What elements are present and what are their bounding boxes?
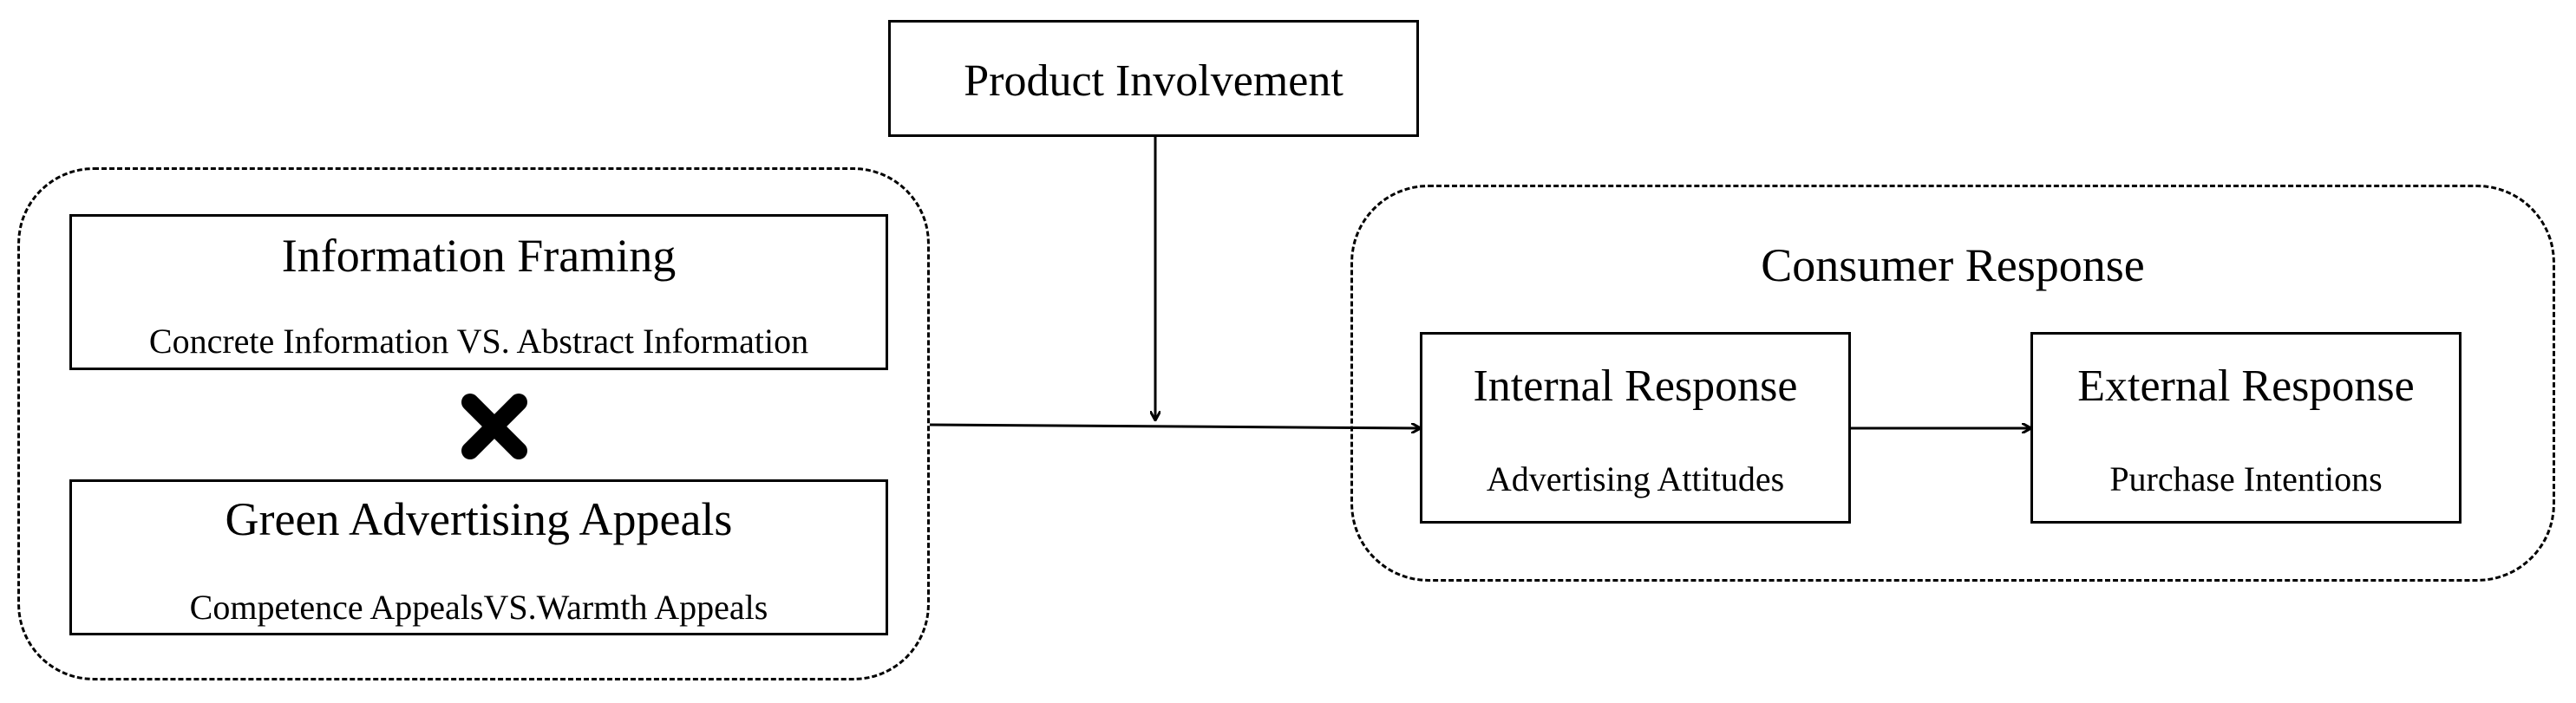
green-advertising-appeals-title: Green Advertising Appeals <box>225 493 733 545</box>
internal-response-subtitle: Advertising Attitudes <box>1486 459 1785 498</box>
product-involvement-box: Product Involvement <box>888 20 1419 137</box>
arrow-left-group-to-internal-response <box>929 425 1420 428</box>
green-advertising-appeals-subtitle: Competence AppealsVS.Warmth Appeals <box>189 588 768 627</box>
independent-variables-group <box>17 167 930 680</box>
consumer-response-title: Consumer Response <box>1761 239 2145 291</box>
internal-response-box: Internal Response Advertising Attitudes <box>1420 332 1851 524</box>
product-involvement-label: Product Involvement <box>964 56 1344 106</box>
external-response-box: External Response Purchase Intentions <box>2030 332 2462 524</box>
external-response-subtitle: Purchase Intentions <box>2109 459 2383 498</box>
information-framing-box: Information Framing Concrete Information… <box>69 214 888 370</box>
external-response-title: External Response <box>2077 361 2415 411</box>
information-framing-title: Information Framing <box>281 230 677 282</box>
consumer-response-group: Consumer Response <box>1350 185 2555 582</box>
information-framing-subtitle: Concrete Information VS. Abstract Inform… <box>148 322 809 361</box>
internal-response-title: Internal Response <box>1473 361 1798 411</box>
green-advertising-appeals-box: Green Advertising Appeals Competence App… <box>69 479 888 635</box>
cross-multiply-icon <box>461 394 527 459</box>
